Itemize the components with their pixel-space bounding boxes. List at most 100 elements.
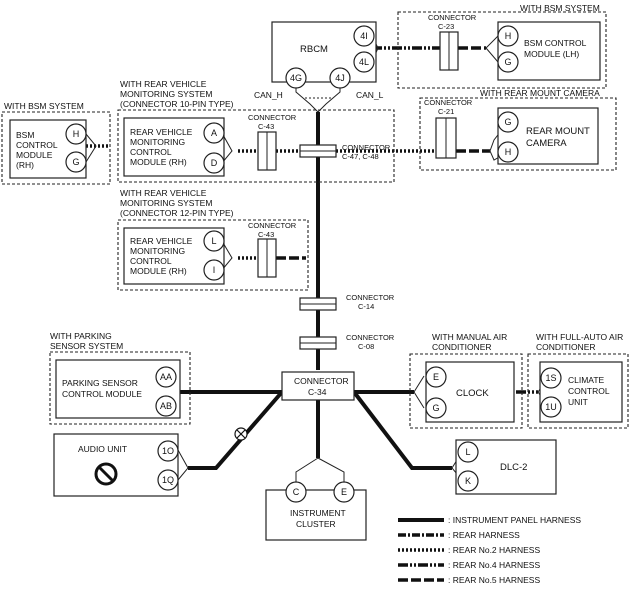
legend-ip: : INSTRUMENT PANEL HARNESS [448, 515, 581, 525]
clock-pin-e: E [433, 372, 439, 382]
manual-ac-group [409, 353, 523, 429]
rbcm-pin-4g: 4G [290, 73, 302, 83]
clock-pin-g: G [432, 403, 439, 413]
rvm12-pin-i: I [213, 265, 216, 275]
rvm10-pin-a: A [211, 128, 217, 138]
parking-pin-aa: AA [160, 372, 172, 382]
rbcm-pin-4i: 4I [360, 31, 368, 41]
c21-id: C-21 [438, 107, 454, 116]
parking-label-b: CONTROL MODULE [62, 389, 142, 399]
parking-label-a: PARKING SENSOR [62, 378, 138, 388]
c43b-word: CONNECTOR [248, 221, 297, 230]
rvm10-group [117, 109, 395, 183]
c43a-id: C-43 [258, 122, 274, 131]
legend: : INSTRUMENT PANEL HARNESS : REAR HARNES… [398, 515, 581, 585]
c34-connector [281, 371, 355, 401]
c23-word: CONNECTOR [428, 13, 477, 22]
legend-rear4: : REAR No.4 HARNESS [448, 560, 540, 570]
audio-label: AUDIO UNIT [78, 444, 127, 454]
c4748-word: CONNECTOR [342, 143, 391, 152]
cluster-pin-c: C [293, 487, 300, 497]
c34-word: CONNECTOR [294, 376, 349, 386]
cluster-label-2: CLUSTER [296, 519, 336, 529]
bsm-lh-pin-h: H [505, 31, 512, 41]
rvm10-mod-label-2: MONITORING [130, 137, 185, 147]
rvm10-label-2: MONITORING SYSTEM [120, 89, 212, 99]
bsm-system-top-label: WITH BSM SYSTEM [520, 3, 600, 13]
clock-label: CLOCK [456, 388, 489, 399]
bsm-lh-label-1: BSM CONTROL [524, 38, 587, 48]
rvm10-label-3: (CONNECTOR 10-PIN TYPE) [120, 99, 234, 109]
camera-pin-g: G [504, 117, 511, 127]
bsm-rh-label-2: CONTROL [16, 140, 58, 150]
parking-label-1: WITH PARKING [50, 331, 112, 341]
auto-ac-label-1: WITH FULL-AUTO AIR [536, 332, 623, 342]
rvm12-label-3: (CONNECTOR 12-PIN TYPE) [120, 208, 234, 218]
cluster-pin-e: E [341, 487, 347, 497]
climate-label-2: CONTROL [568, 386, 610, 396]
rvm12-label-2: MONITORING SYSTEM [120, 198, 212, 208]
camera-pin-h: H [505, 147, 512, 157]
parking-label-2: SENSOR SYSTEM [50, 341, 123, 351]
bsm-rh-label-1: BSM [16, 130, 34, 140]
rvm10-pin-d: D [211, 158, 218, 168]
c21-word: CONNECTOR [424, 98, 473, 107]
rvm12-mod-label-2: MONITORING [130, 246, 185, 256]
audio-pin-1o: 1O [162, 446, 174, 456]
auto-ac-label-2: CONDITIONER [536, 342, 596, 352]
rvm10-label-1: WITH REAR VEHICLE [120, 79, 207, 89]
can-l-label: CAN_L [356, 90, 384, 100]
open-circuit-icon [234, 427, 248, 441]
c23-id: C-23 [438, 22, 454, 31]
bsm-system-top-group [397, 11, 607, 89]
bsm-system-left-label: WITH BSM SYSTEM [4, 101, 84, 111]
bsm-rh-pin-h: H [73, 129, 80, 139]
climate-pin-1s: 1S [545, 373, 556, 383]
bsm-rh-label-3: MODULE [16, 150, 53, 160]
rear-camera-group [419, 97, 617, 171]
c08-id: C-08 [358, 342, 374, 351]
audio-module [53, 433, 179, 497]
dlc-label: DLC-2 [500, 462, 527, 473]
rbcm-label: RBCM [300, 44, 328, 55]
bsm-rh-label-4: (RH) [16, 160, 34, 170]
can-h-label: CAN_H [254, 90, 283, 100]
legend-rear2: : REAR No.2 HARNESS [448, 545, 540, 555]
manual-ac-label-1: WITH MANUAL AIR [432, 332, 507, 342]
dlc-pin-l: L [465, 447, 470, 457]
bsm-rh-pin-g: G [72, 157, 79, 167]
rvm12-mod-label-4: MODULE (RH) [130, 266, 187, 276]
rvm10-mod-label-1: REAR VEHICLE [130, 127, 193, 137]
climate-label-1: CLIMATE [568, 375, 605, 385]
dlc-pin-k: K [465, 476, 471, 486]
c34-id: C-34 [308, 387, 327, 397]
audio-pin-1q: 1Q [162, 475, 174, 485]
rbcm-pin-4l: 4L [359, 57, 369, 67]
c14-id: C-14 [358, 302, 374, 311]
rear-camera-label-1: REAR MOUNT [526, 126, 590, 137]
rvm10-mod-label-3: CONTROL [130, 147, 172, 157]
parking-group [49, 351, 191, 425]
parking-pin-ab: AB [160, 401, 172, 411]
climate-pin-1u: 1U [545, 402, 557, 412]
no-entry-icon [94, 462, 118, 486]
bsm-lh-label-2: MODULE (LH) [524, 49, 579, 59]
rvm12-mod-label-3: CONTROL [130, 256, 172, 266]
rear-camera-label-2: CAMERA [526, 138, 567, 149]
rvm12-group [117, 219, 309, 291]
manual-ac-label-2: CONDITIONER [432, 342, 492, 352]
rbcm-pin-4j: 4J [335, 73, 345, 83]
c14-word: CONNECTOR [346, 293, 395, 302]
auto-ac-group [527, 353, 629, 429]
c08-word: CONNECTOR [346, 333, 395, 342]
bsm-lh-pin-g: G [504, 57, 511, 67]
legend-rear: : REAR HARNESS [448, 530, 520, 540]
rear-camera-label: WITH REAR MOUNT CAMERA [480, 88, 600, 98]
cluster-label-1: INSTRUMENT [290, 508, 346, 518]
rvm10-mod-label-4: MODULE (RH) [130, 157, 187, 167]
rvm12-pin-l: L [211, 236, 216, 246]
legend-rear5: : REAR No.5 HARNESS [448, 575, 540, 585]
c4748-id: C-47, C-48 [342, 152, 379, 161]
climate-label-3: UNIT [568, 397, 588, 407]
